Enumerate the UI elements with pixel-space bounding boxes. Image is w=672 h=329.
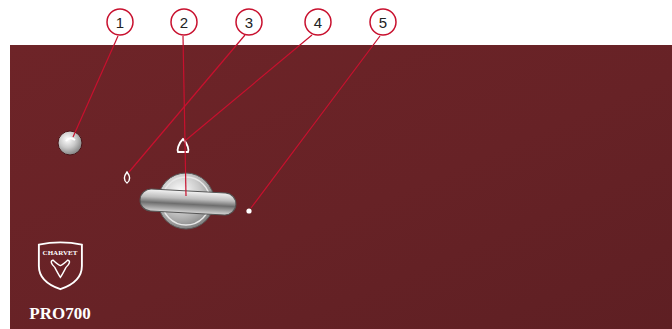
model-name: PRO700 [29, 305, 90, 322]
callout-circle [107, 9, 133, 35]
eagle-emblem [51, 260, 69, 277]
callout-number: 2 [180, 15, 188, 30]
callout-circle [171, 9, 197, 35]
leader-line [73, 36, 118, 137]
shield-outline [37, 241, 84, 291]
indicator-light [58, 131, 82, 155]
callout-circle [236, 9, 262, 35]
brand-name: CHARVET [37, 250, 84, 257]
indicator-highlight [66, 138, 75, 141]
callout-circle [370, 9, 396, 35]
callout-circle [305, 9, 331, 35]
leader-line [183, 36, 186, 196]
off-dot [246, 208, 251, 213]
leader-line [251, 36, 380, 208]
callout-number: 1 [116, 15, 124, 30]
leader-lines [73, 35, 380, 208]
leader-line [129, 35, 245, 172]
leader-line [186, 35, 312, 140]
callout-number: 4 [314, 15, 322, 30]
callout-circles [107, 9, 396, 35]
large-flame-symbol [178, 139, 189, 152]
callout-number: 5 [379, 15, 387, 30]
callout-number: 3 [245, 15, 253, 30]
knob-handle [139, 189, 236, 216]
small-flame-symbol [124, 172, 129, 183]
brand-shield: CHARVET [37, 241, 84, 291]
